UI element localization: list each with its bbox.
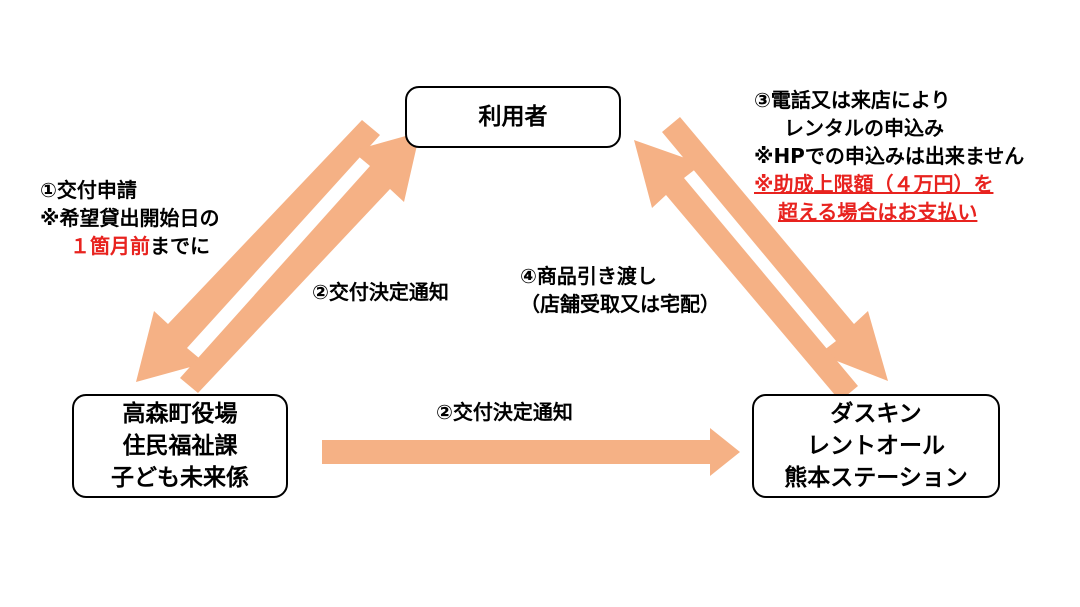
decision-to-user-note: ②交付決定通知 bbox=[312, 278, 449, 306]
application-deadline: １箇月前 bbox=[70, 234, 150, 258]
arrow-user-to-shop bbox=[662, 117, 888, 381]
decision-to-user-label: ②交付決定通知 bbox=[312, 280, 449, 304]
application-note: ①交付申請 ※希望貸出開始日の １箇月前までに bbox=[40, 176, 219, 260]
shop-line-2: レントオール bbox=[807, 433, 945, 459]
application-line-3: １箇月前までに bbox=[40, 232, 219, 260]
office-box: 高森町役場 住民福祉課 子ども未来係 bbox=[72, 394, 288, 498]
arrow-shop-to-user bbox=[634, 140, 858, 401]
application-line-2: ※希望貸出開始日の bbox=[40, 206, 220, 230]
shop-box: ダスキン レントオール 熊本ステーション bbox=[752, 394, 1000, 498]
delivery-line-1: ④商品引き渡し bbox=[520, 264, 657, 288]
arrow-office-to-user bbox=[180, 132, 420, 393]
arrow-user-to-office bbox=[136, 120, 380, 382]
delivery-note: ④商品引き渡し （店舗受取又は宅配） bbox=[520, 262, 720, 318]
decision-to-shop-note: ②交付決定通知 bbox=[436, 398, 573, 426]
office-line-3: 子ども未来係 bbox=[111, 465, 249, 491]
rental-line-2: レンタルの申込み bbox=[784, 116, 944, 140]
user-label: 利用者 bbox=[478, 104, 548, 130]
arrow-office-to-shop bbox=[322, 428, 740, 476]
user-box: 利用者 bbox=[405, 86, 621, 148]
decision-to-shop-label: ②交付決定通知 bbox=[436, 400, 573, 424]
rental-line-5: 超える場合はお支払い bbox=[778, 200, 978, 224]
application-deadline-suffix: までに bbox=[150, 234, 210, 258]
shop-line-1: ダスキン bbox=[830, 401, 922, 427]
rental-line-5-wrap: 超える場合はお支払い bbox=[754, 198, 1024, 226]
office-line-2: 住民福祉課 bbox=[122, 433, 238, 459]
shop-line-3: 熊本ステーション bbox=[784, 465, 968, 491]
rental-note: ③電話又は来店により レンタルの申込み ※HPでの申込みは出来ません ※助成上限… bbox=[754, 86, 1024, 226]
rental-line-1: ③電話又は来店により bbox=[754, 88, 951, 112]
rental-line-4: ※助成上限額（４万円）を bbox=[754, 172, 994, 196]
office-line-1: 高森町役場 bbox=[122, 401, 238, 427]
rental-line-3: ※HPでの申込みは出来ません bbox=[754, 144, 1025, 168]
application-line-1: ①交付申請 bbox=[40, 178, 137, 202]
delivery-line-2: （店舗受取又は宅配） bbox=[520, 292, 720, 316]
